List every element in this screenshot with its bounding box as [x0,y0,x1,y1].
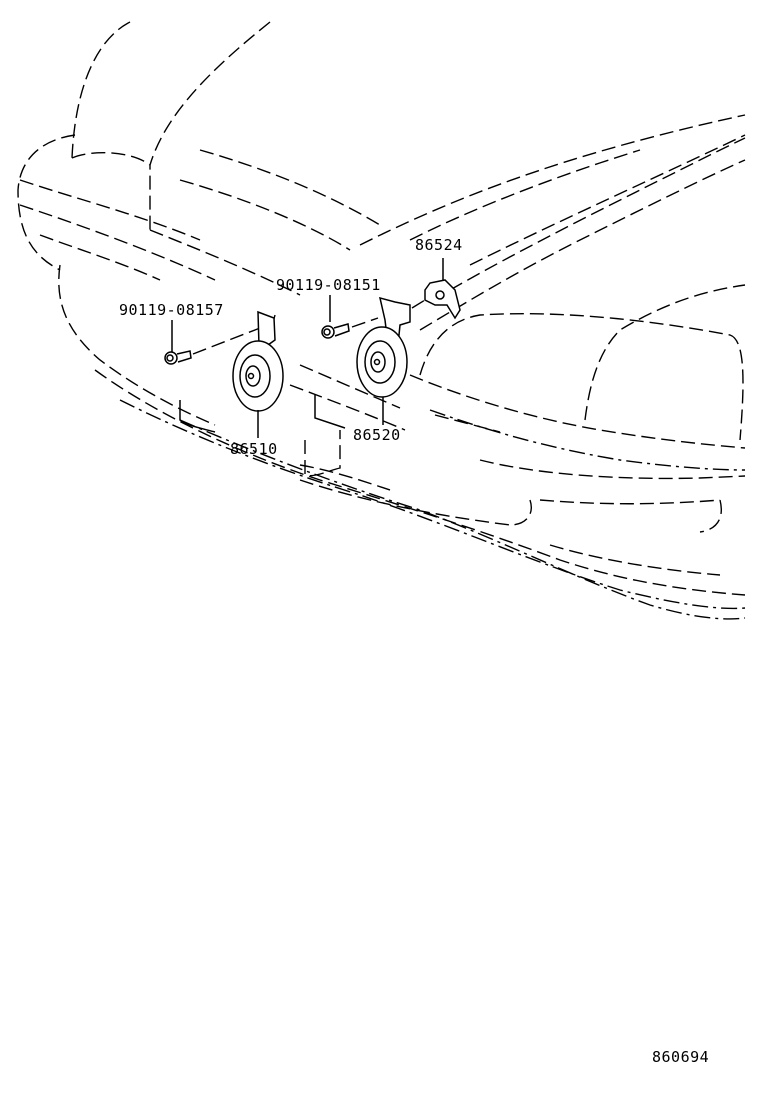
part-label-90119-08151[interactable]: 90119-08151 [276,276,381,294]
part-label-86520[interactable]: 86520 [353,426,401,444]
vehicle-outline [17,21,746,620]
part-label-86510[interactable]: 86510 [230,440,278,458]
bolt-right [321,295,379,339]
diagram-code: 860694 [652,1048,710,1066]
part-label-86524[interactable]: 86524 [415,236,463,254]
horn-86510 [232,310,284,438]
bracket-86524 [424,258,461,320]
part-label-90119-08157[interactable]: 90119-08157 [119,301,224,319]
bolt-left [164,320,261,365]
horn-86520 [356,296,426,425]
